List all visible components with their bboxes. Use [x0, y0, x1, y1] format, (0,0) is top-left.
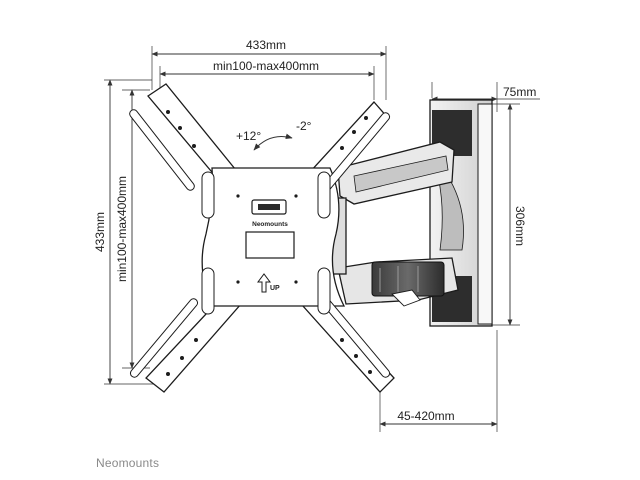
dimension-height-right-label: 306mm [513, 206, 527, 246]
dimension-extension: 45-420mm [379, 330, 498, 432]
dimension-depth-label: 75mm [503, 85, 536, 99]
dimension-height-right: 306mm [490, 103, 527, 326]
dimension-top-inner-label: min100-max400mm [213, 59, 319, 73]
dimension-extension-label: 45-420mm [397, 409, 454, 423]
vesa-slots [129, 109, 391, 378]
tilt-arc-icon [253, 133, 293, 151]
screw-holes [166, 110, 372, 376]
dimension-left-inner-label: min100-max400mm [115, 176, 129, 282]
footer-brand-logo: Neomounts [96, 456, 160, 470]
dimension-top-outer: 433mm [151, 38, 387, 100]
dimension-left-outer: 433mm [93, 79, 160, 385]
tilt-indicator: +12° -2° [236, 119, 312, 151]
up-arrow-icon [257, 273, 271, 293]
plate-logo-text: Neomounts [252, 221, 288, 228]
articulating-arm [331, 141, 459, 307]
dimension-top-inner: min100-max400mm [159, 59, 375, 100]
plate-up-label: UP [270, 285, 280, 292]
vesa-mounting-plate: Neomounts UP [129, 83, 395, 393]
tilt-backward-label: -2° [296, 119, 312, 133]
tilt-forward-label: +12° [236, 129, 261, 143]
dimension-top-outer-label: 433mm [246, 38, 286, 52]
plate-label-window [245, 231, 295, 259]
dimension-depth: 75mm [431, 82, 540, 112]
dimension-left-outer-label: 433mm [93, 212, 107, 252]
